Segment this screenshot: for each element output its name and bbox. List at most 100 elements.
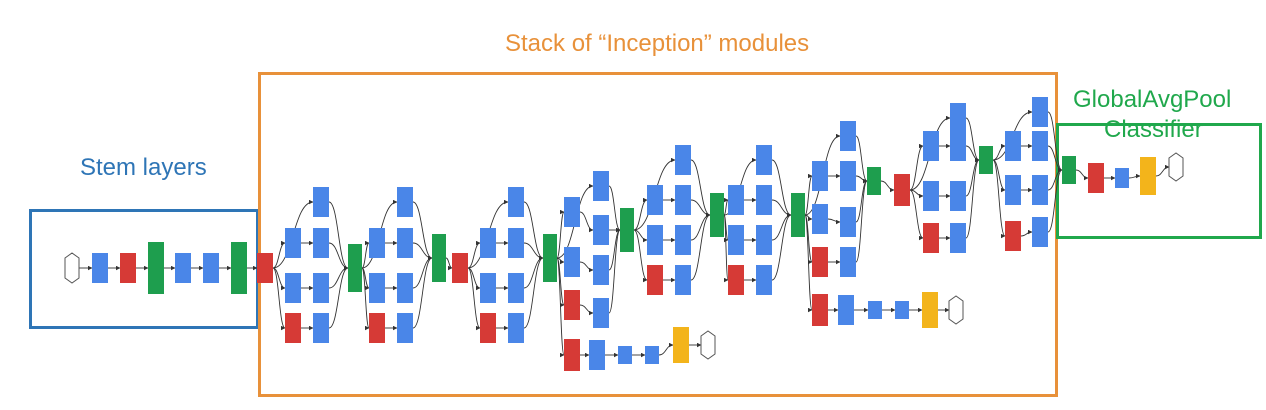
edge <box>523 255 544 329</box>
conv-block <box>313 187 329 217</box>
conv-block <box>313 273 329 303</box>
edge <box>965 157 980 239</box>
edge <box>804 173 813 216</box>
conv-block <box>593 255 609 285</box>
conv-block <box>397 228 413 258</box>
pool-block <box>1088 163 1104 193</box>
classifier-label-line1: GlobalAvgPool <box>1073 86 1232 113</box>
conv-block <box>756 265 772 295</box>
edge <box>608 227 621 271</box>
classifier-label-line2: Classifier <box>1104 116 1203 143</box>
pool-block <box>285 313 301 343</box>
concat-block <box>432 234 446 282</box>
conv-block <box>397 187 413 217</box>
pool-block <box>480 313 496 343</box>
conv-block <box>645 346 659 364</box>
stem-label: Stem layers <box>80 154 207 181</box>
conv-block <box>508 187 524 217</box>
pool-block <box>728 265 744 295</box>
edge <box>880 180 895 193</box>
conv-block <box>647 185 663 215</box>
concat-block <box>791 193 805 237</box>
edge <box>909 189 924 241</box>
edge <box>1128 173 1141 179</box>
conv-block <box>812 204 828 234</box>
softmax-block <box>922 292 938 328</box>
edge <box>992 143 1006 161</box>
concat-block <box>348 244 362 292</box>
pool-block <box>120 253 136 283</box>
conv-block <box>1005 175 1021 205</box>
conv-block <box>675 185 691 215</box>
conv-block <box>175 253 191 283</box>
conv-block <box>923 131 939 161</box>
pool-block <box>894 174 910 206</box>
edge <box>467 240 481 269</box>
conv-block <box>838 295 854 325</box>
edge <box>690 212 711 281</box>
edge <box>804 214 813 313</box>
conv-block <box>480 228 496 258</box>
edge <box>1155 164 1170 177</box>
edge <box>579 211 594 233</box>
conv-block <box>1115 168 1129 188</box>
edge <box>1047 111 1063 173</box>
pool-block <box>564 339 580 371</box>
concat-block <box>979 146 993 174</box>
edge <box>272 267 286 331</box>
edge <box>909 189 924 199</box>
edge <box>1047 167 1063 233</box>
conv-block <box>397 273 413 303</box>
io-node <box>64 252 80 284</box>
conv-block <box>313 313 329 343</box>
edge <box>445 257 453 271</box>
conv-block <box>369 228 385 258</box>
concat-block <box>148 242 164 294</box>
edge <box>855 178 868 263</box>
conv-block <box>728 185 744 215</box>
conv-block <box>756 145 772 175</box>
edge <box>855 135 868 184</box>
edge <box>361 240 370 269</box>
concat-block <box>231 242 247 294</box>
conv-block <box>923 181 939 211</box>
edge <box>771 212 792 241</box>
concat-block <box>710 193 724 237</box>
inception-label: Stack of “Inception” modules <box>505 30 810 57</box>
conv-block <box>618 346 632 364</box>
edge <box>723 214 729 283</box>
edge <box>556 257 565 265</box>
conv-block <box>675 145 691 175</box>
conv-block <box>950 181 966 211</box>
io-node <box>948 295 964 325</box>
concat-block <box>543 234 557 282</box>
conv-block <box>840 161 856 191</box>
edge <box>412 201 433 261</box>
edge <box>608 227 621 314</box>
conv-block <box>508 313 524 343</box>
pool-block <box>647 265 663 295</box>
pool-block <box>452 253 468 283</box>
conv-block <box>675 265 691 295</box>
edge <box>523 255 544 289</box>
edge <box>579 304 594 316</box>
edge <box>771 212 792 281</box>
conv-block <box>203 253 219 283</box>
conv-block <box>285 273 301 303</box>
pool-block <box>564 290 580 320</box>
edge <box>658 342 674 356</box>
pool-block <box>1005 221 1021 251</box>
layer-nodes <box>64 97 1184 371</box>
pool-block <box>812 247 828 277</box>
conv-block <box>564 197 580 227</box>
conv-block <box>895 301 909 319</box>
conv-block <box>840 121 856 151</box>
conv-block <box>369 273 385 303</box>
edge <box>992 159 1006 239</box>
edge <box>965 157 980 197</box>
edge <box>328 265 349 329</box>
conv-block <box>647 225 663 255</box>
conv-block <box>675 225 691 255</box>
edge <box>690 212 711 241</box>
edge <box>827 218 841 225</box>
